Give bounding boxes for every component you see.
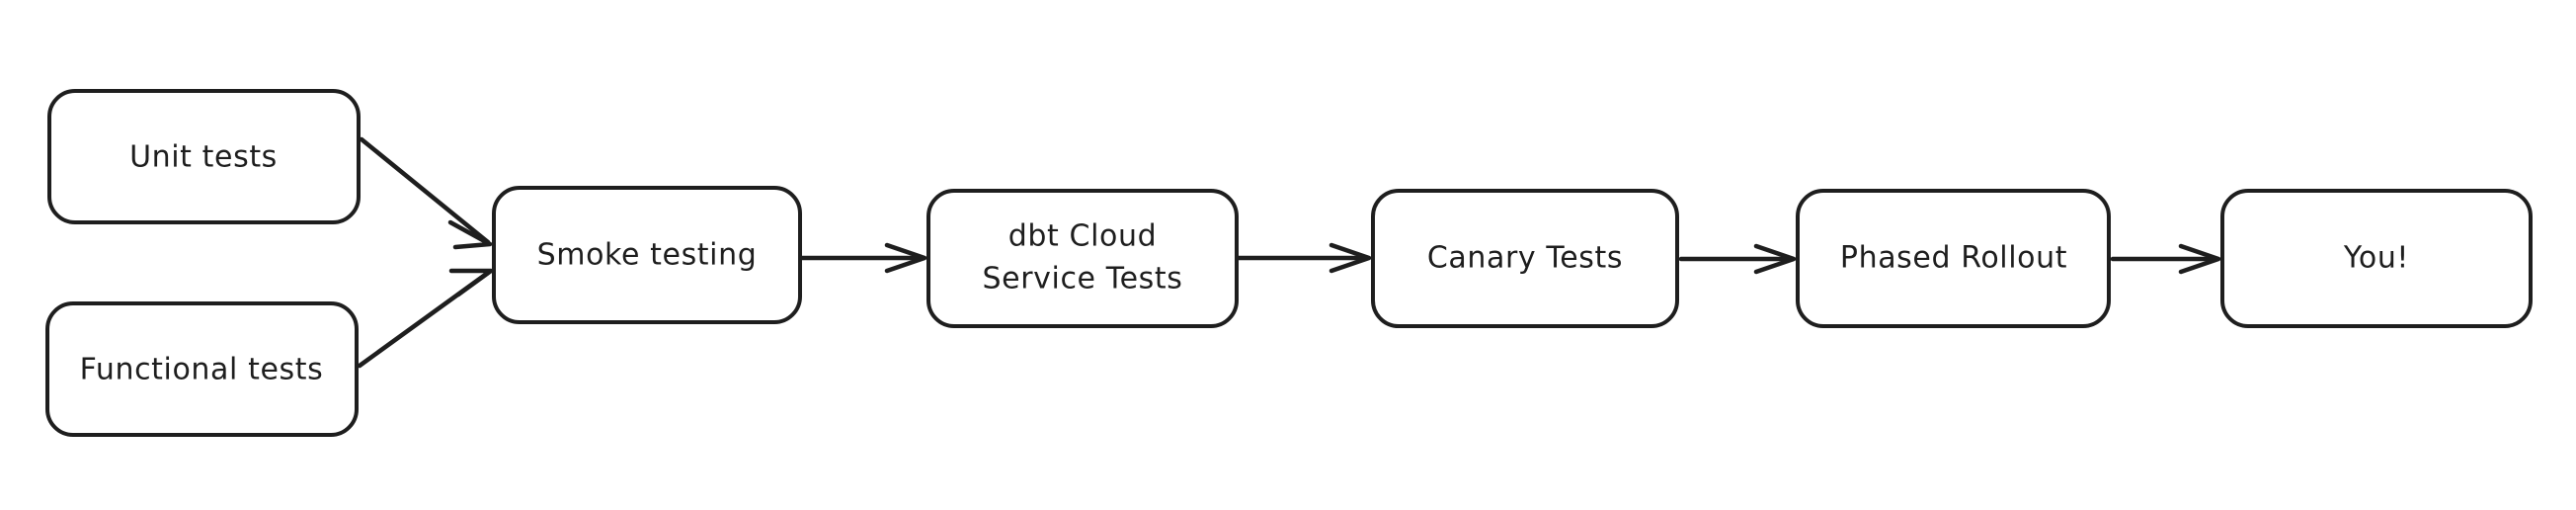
node-box[interactable]: [47, 89, 361, 224]
node-smoke-testing[interactable]: Smoke testing: [492, 186, 802, 324]
node-label-line-2: Service Tests: [983, 262, 1183, 297]
edge-line: [359, 136, 491, 245]
node-box[interactable]: [2220, 189, 2533, 328]
arrowhead-icon: [448, 268, 494, 298]
node-unit-tests[interactable]: Unit tests: [47, 89, 361, 224]
arrowhead-icon: [1753, 243, 1797, 275]
node-box[interactable]: [492, 186, 802, 324]
node-box[interactable]: [1796, 189, 2111, 328]
edge-canary-to-phased: [1678, 243, 1797, 275]
arrowhead-icon: [884, 242, 927, 274]
node-dbt-cloud-service-tests[interactable]: dbt Cloud Service Tests: [926, 189, 1239, 328]
node-box[interactable]: [926, 189, 1239, 328]
node-box[interactable]: [1371, 189, 1679, 328]
arrowhead-icon: [447, 219, 493, 250]
edge-smoke-to-dbt: [799, 242, 927, 274]
arrowhead-icon: [2178, 243, 2221, 275]
node-box[interactable]: [45, 301, 359, 437]
node-label-line-1: dbt Cloud: [1008, 219, 1157, 254]
edge-dbt-to-canary: [1236, 242, 1372, 274]
node-phased-rollout[interactable]: Phased Rollout: [1796, 189, 2111, 328]
node-label: Functional tests: [80, 353, 324, 387]
node-label: Smoke testing: [537, 238, 758, 273]
node-you[interactable]: You!: [2220, 189, 2533, 328]
node-label: Unit tests: [129, 140, 278, 175]
node-functional-tests[interactable]: Functional tests: [45, 301, 359, 437]
edge-phased-to-you: [2110, 243, 2221, 275]
edge-unit-to-smoke: [359, 136, 493, 250]
node-label: Canary Tests: [1427, 241, 1623, 276]
edge-functional-to-smoke: [357, 268, 494, 369]
node-canary-tests[interactable]: Canary Tests: [1371, 189, 1679, 328]
arrowhead-icon: [1328, 242, 1372, 274]
node-label: Phased Rollout: [1840, 241, 2067, 276]
node-label: You!: [2343, 241, 2409, 276]
